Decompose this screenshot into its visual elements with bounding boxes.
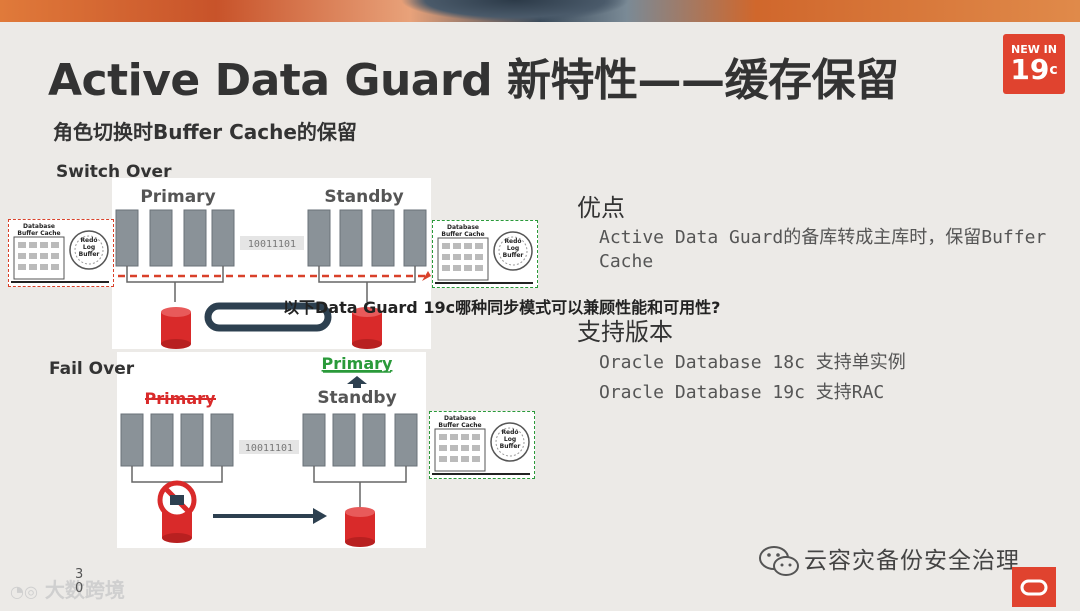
page-number: 3 0 <box>75 567 84 596</box>
sw-primary-cache-box: Database Buffer Cache Redo Log Buffer <box>8 219 114 287</box>
fo-failed-db-icon <box>157 480 197 543</box>
sw-cache-db-label: Database Buffer Cache <box>17 223 61 237</box>
sw-primary-servers <box>115 209 235 267</box>
fail-over-diagram: Primary Primary Standby 10011101 <box>117 352 426 548</box>
fo-standby-db-icon <box>345 507 375 547</box>
versions-heading: 支持版本 <box>577 318 673 346</box>
slide-subtitle: 角色切换时Buffer Cache的保留 <box>53 120 357 144</box>
version-19c-text: Oracle Database 19c 支持RAC <box>599 382 885 403</box>
badge-line1: NEW IN <box>1011 43 1057 56</box>
new-in-19c-badge: NEW IN 19c <box>1003 34 1065 94</box>
watermark-icon: ◔◎ <box>10 582 38 601</box>
oracle-logo <box>1012 567 1056 607</box>
sw-standby-cache-redo-label: Redo Log Buffer <box>502 238 524 259</box>
header-banner <box>0 0 1080 22</box>
badge-version: 19c <box>1010 53 1058 86</box>
fail-over-svg: Primary Primary Standby 10011101 <box>120 354 418 547</box>
quiz-question-overlay: 以下Data Guard 19c哪种同步模式可以兼顾性能和可用性? <box>283 298 721 317</box>
sw-standby-cache-db-label: Database Buffer Cache <box>441 224 485 238</box>
fo-standby-label: Standby <box>317 388 396 408</box>
fo-binary: 10011101 <box>245 443 293 454</box>
sw-standby-db-icon <box>352 307 382 349</box>
advantages-heading: 优点 <box>577 194 625 222</box>
page-title: Active Data Guard 新特性——缓存保留 <box>48 55 899 106</box>
sw-binary-bg <box>240 236 304 250</box>
fo-binary-bg <box>239 440 299 454</box>
fo-cache-db-label: Database Buffer Cache <box>438 415 482 429</box>
watermark: ◔◎ 大数跨境 <box>10 574 125 603</box>
version-18c-text: Oracle Database 18c 支持单实例 <box>599 352 906 373</box>
watermark-text: 大数跨境 <box>44 578 125 602</box>
sw-cache-redo-label: Redo Log Buffer <box>78 237 100 258</box>
fail-over-label: Fail Over <box>49 359 135 379</box>
switch-over-svg: Primary Standby 10011101 <box>115 187 431 349</box>
fo-cache-redo-label: Redo Log Buffer <box>499 429 521 450</box>
wechat-icon <box>759 546 799 576</box>
fo-new-primary-label: Primary <box>322 354 393 373</box>
switch-over-label: Switch Over <box>56 162 172 182</box>
switch-over-diagram: Primary Standby 10011101 <box>112 178 431 349</box>
fo-promote-arrow <box>347 376 367 388</box>
oracle-logo-icon <box>1020 579 1048 596</box>
sw-connectors <box>126 266 416 302</box>
sw-primary-db-icon <box>161 307 191 349</box>
fo-standby-servers <box>302 413 418 467</box>
sw-standby-servers <box>307 209 427 267</box>
sw-standby-label: Standby <box>324 187 403 207</box>
sw-binary: 10011101 <box>248 239 296 250</box>
fo-primary-servers <box>120 413 234 467</box>
sw-switch-cycle-icon <box>204 302 332 332</box>
advantages-text: Active Data Guard的备库转成主库时，保留Buffer Cache <box>599 227 1047 272</box>
wechat-account-name: 云容灾备份安全治理 <box>804 548 1020 574</box>
fo-standby-cache-box: Database Buffer Cache Redo Log Buffer <box>429 411 535 479</box>
sw-primary-label: Primary <box>140 187 215 207</box>
sw-standby-cache-box: Database Buffer Cache Redo Log Buffer <box>432 220 538 288</box>
